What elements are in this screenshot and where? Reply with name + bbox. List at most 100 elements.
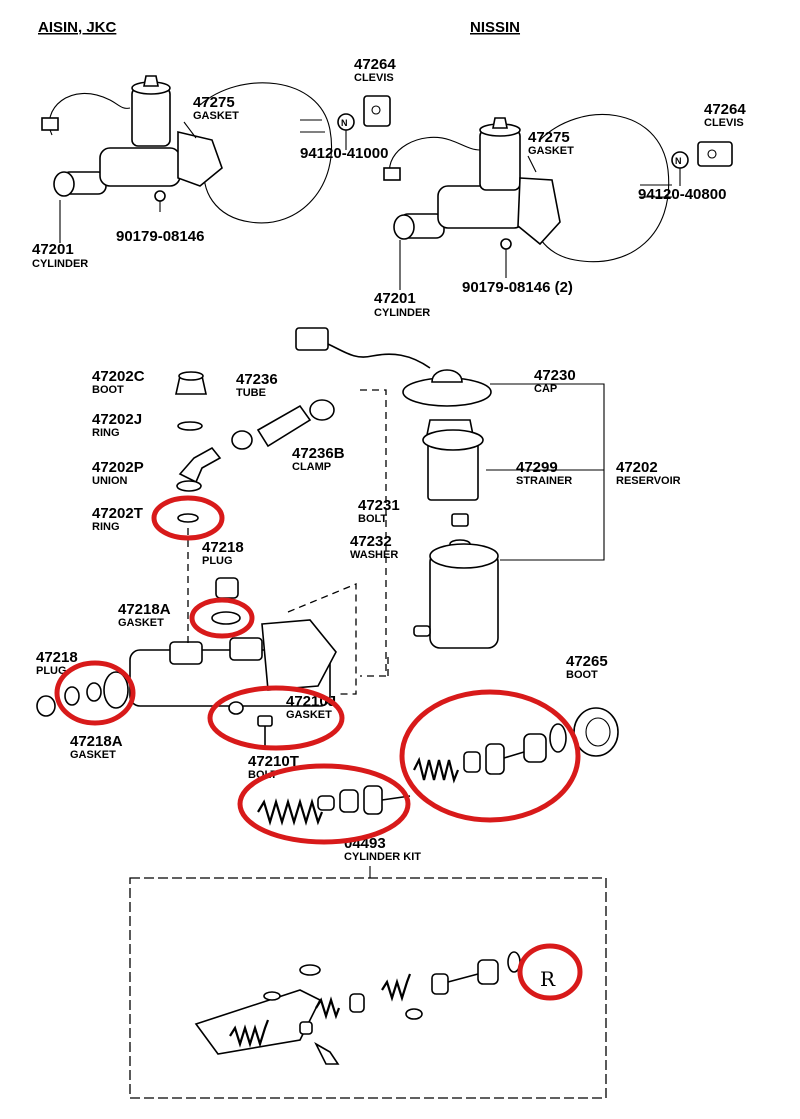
label-union-num: 47202P [92, 459, 144, 476]
highlight-gasket-j [207, 685, 345, 751]
label-ring-t-num: 47202T [92, 505, 143, 522]
piston-icon [317, 795, 335, 811]
plug-top-icon [215, 577, 239, 599]
label-clevis-name-right: CLEVIS [704, 117, 744, 129]
sensor-connector-icon [295, 327, 329, 351]
gasket-plate-right [517, 177, 561, 246]
label-cylinder-name-right: CYLINDER [374, 307, 430, 319]
label-gasket-a-name: GASKET [118, 617, 164, 629]
spring-icon [257, 798, 324, 826]
label-gasket-name-left: GASKET [193, 110, 239, 122]
label-strainer-num: 47299 [516, 459, 558, 476]
reservoir-left [131, 87, 171, 147]
label-plug-top-num: 47218 [202, 539, 244, 556]
boot-47265-icon [573, 707, 619, 757]
label-cap-name: CAP [534, 383, 557, 395]
highlight-annotations [54, 495, 583, 1001]
kit-handwritten-mark: R [540, 967, 556, 991]
label-nut-num-left: 94120-41000 [300, 145, 388, 162]
label-washer-name: WASHER [350, 549, 398, 561]
label-bolt-num-right: 90179-08146 (2) [462, 279, 573, 296]
header-nissin: NISSIN [470, 19, 520, 36]
label-gasket-num-left: 47275 [193, 94, 235, 111]
clevis-icon [363, 95, 391, 127]
label-tube-num: 47236 [236, 371, 278, 388]
label-ring-j-name: RING [92, 427, 120, 439]
highlight-gasket-left [54, 660, 136, 726]
ring-j-icon [177, 421, 203, 431]
label-plug-left-num: 47218 [36, 649, 78, 666]
label-boot-num: 47265 [566, 653, 608, 670]
label-clevis-name-left: CLEVIS [354, 72, 394, 84]
label-gasket-num-right: 47275 [528, 129, 570, 146]
highlight-piston-primary [237, 763, 411, 845]
label-boot-c-num: 47202C [92, 368, 145, 385]
gasket-a-icon [211, 611, 241, 625]
highlight-ring-t [151, 495, 225, 541]
connector-icon [41, 117, 59, 131]
svg-text:N: N [341, 118, 348, 128]
label-plug-left-name: PLUG [36, 665, 67, 677]
label-cylinder-num-left: 47201 [32, 241, 74, 258]
label-clevis-num-left: 47264 [354, 56, 396, 73]
gasket-left-icon [64, 686, 80, 706]
label-tube-name: TUBE [236, 387, 266, 399]
piston-secondary-icon [485, 743, 505, 775]
label-gasket-name-right: GASKET [528, 145, 574, 157]
label-gasket-j-name: GASKET [286, 709, 332, 721]
label-clamp-name: CLAMP [292, 461, 331, 473]
label-strainer-name: STRAINER [516, 475, 572, 487]
label-kit-name: CYLINDER KIT [344, 851, 421, 863]
gasket-plate-left [177, 130, 223, 187]
label-bolt-t-name: BOLT [248, 769, 277, 781]
label-bolt-num: 47231 [358, 497, 400, 514]
connector-icon-right [383, 167, 401, 181]
top-right-assembly: N [383, 114, 733, 290]
label-gasket-a-num: 47218A [118, 601, 171, 618]
kit-bolt-icon [314, 1041, 340, 1065]
label-gasket-a2-num: 47218A [70, 733, 123, 750]
label-clamp-num: 47236B [292, 445, 345, 462]
label-reservoir-num: 47202 [616, 459, 658, 476]
cylinder-kit-box [129, 877, 607, 1099]
union-icon [178, 446, 222, 484]
highlight-gasket-a [189, 597, 255, 639]
ring-t-icon [177, 513, 199, 523]
header-aisin-jkc: AISIN, JKC [38, 19, 117, 36]
label-boot-name: BOOT [566, 669, 598, 681]
label-ring-j-num: 47202J [92, 411, 142, 428]
gasket-j-icon [228, 701, 244, 715]
clamp-icon [309, 399, 335, 421]
label-bolt-t-num: 47210T [248, 753, 299, 770]
booster-outline-left [199, 82, 332, 224]
tube-icon [256, 404, 312, 448]
highlight-kit-r [517, 943, 583, 1001]
label-gasket-a2-name: GASKET [70, 749, 116, 761]
label-cylinder-name-left: CYLINDER [32, 258, 88, 270]
label-ring-t-name: RING [92, 521, 120, 533]
main-exploded-view [36, 327, 619, 878]
label-union-name: UNION [92, 475, 128, 487]
label-bolt-num-left: 90179-08146 [116, 228, 204, 245]
svg-text:N: N [675, 156, 682, 166]
label-plug-top-name: PLUG [202, 555, 233, 567]
top-left-assembly: N [41, 75, 391, 243]
reservoir-right [479, 129, 521, 191]
bolt-47231-icon [451, 513, 469, 527]
bolt-icon-right [500, 238, 512, 250]
label-boot-c-name: BOOT [92, 384, 124, 396]
booster-outline-right [533, 114, 670, 263]
label-cylinder-num-right: 47201 [374, 290, 416, 307]
label-washer-num: 47232 [350, 533, 392, 550]
kit-body-icon [194, 989, 322, 1055]
bolt-t-icon [257, 715, 273, 727]
label-reservoir-name: RESERVOIR [616, 475, 681, 487]
highlight-piston-secondary [399, 689, 581, 823]
label-bolt-name: BOLT [358, 513, 387, 525]
label-clevis-num-right: 47264 [704, 101, 746, 118]
label-nut-num-right: 94120-40800 [638, 186, 726, 203]
plug-left-icon [36, 695, 56, 717]
clevis-icon-right [697, 141, 733, 167]
